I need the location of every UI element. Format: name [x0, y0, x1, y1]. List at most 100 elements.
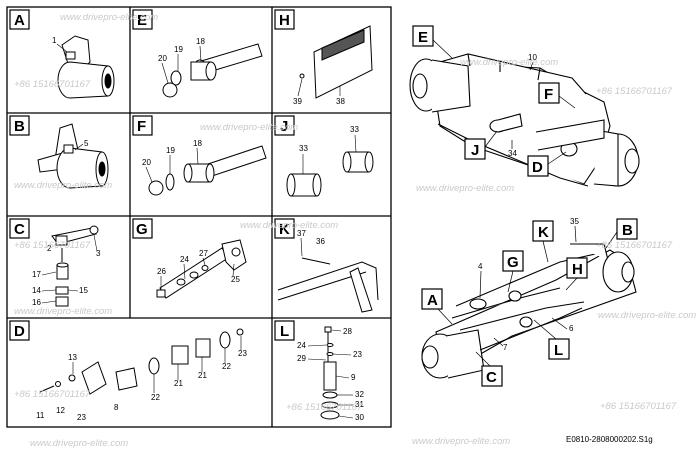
- panel-label-k: K: [279, 221, 290, 238]
- callout-box-b: B: [622, 222, 633, 239]
- callout-h-39: 39: [293, 97, 302, 106]
- panel-label-f: F: [137, 118, 146, 135]
- panel-label-e: E: [137, 12, 147, 29]
- svg-text:+86 15166701167: +86 15166701167: [14, 79, 91, 90]
- callout-lower-4: 4: [478, 262, 483, 271]
- knuckle-drawing-b: [37, 123, 109, 189]
- callout-b-5: 5: [84, 139, 89, 148]
- lower-callout-boxes: [421, 218, 638, 387]
- svg-text:www.drivepro-elite.com: www.drivepro-elite.com: [60, 12, 158, 23]
- callout-k-37: 37: [297, 229, 306, 238]
- callout-j-33a: 33: [299, 144, 308, 153]
- svg-text:www.drivepro-elite.com: www.drivepro-elite.com: [416, 183, 514, 194]
- panel-label-l: L: [280, 323, 289, 340]
- callout-c-15: 15: [79, 286, 88, 295]
- pin-drawing-f: [148, 145, 267, 196]
- knuckle-drawing-a: [57, 35, 115, 99]
- callout-box-a: A: [427, 292, 438, 309]
- callout-box-e: E: [418, 29, 428, 46]
- svg-text:www.drivepro-elite.com: www.drivepro-elite.com: [200, 122, 298, 133]
- callout-f-18: 18: [193, 139, 202, 148]
- callout-box-l: L: [554, 342, 563, 359]
- callout-l-28: 28: [343, 327, 352, 336]
- callout-f-20: 20: [142, 158, 151, 167]
- clevis-drawing-g: [156, 239, 247, 299]
- callout-box-d: D: [532, 159, 543, 176]
- callout-g-27: 27: [199, 249, 208, 258]
- callout-lower-7: 7: [503, 343, 508, 352]
- svg-text:+86 15166701167: +86 15166701167: [596, 86, 673, 97]
- axle-upper-assembly: [409, 53, 640, 187]
- panel-grid: [6, 6, 392, 428]
- callout-e-18: 18: [196, 37, 205, 46]
- svg-text:www.drivepro-elite.com: www.drivepro-elite.com: [598, 310, 696, 321]
- bushing-drawing-j: [286, 151, 374, 197]
- callout-d-12: 12: [56, 406, 65, 415]
- panel-label-boxes: [9, 9, 295, 341]
- svg-text:+86 15166701167: +86 15166701167: [600, 401, 677, 412]
- callout-box-g: G: [507, 254, 519, 271]
- callout-d-23b: 23: [238, 349, 247, 358]
- callout-d-22a: 22: [151, 393, 160, 402]
- svg-text:+86 15166701167: +86 15166701167: [596, 240, 673, 251]
- callout-upper-34: 34: [508, 149, 517, 158]
- panel-label-a: A: [14, 12, 25, 29]
- drawing-reference: E0810-2808000202.S1g: [566, 435, 653, 444]
- callout-c-16: 16: [32, 298, 41, 307]
- panel-label-g: G: [136, 221, 148, 238]
- balljoint-drawing-c: [51, 225, 99, 307]
- panel-label-d: D: [14, 323, 25, 340]
- svg-text:www.drivepro-elite.com: www.drivepro-elite.com: [14, 306, 112, 317]
- callout-h-38: 38: [336, 97, 345, 106]
- callout-box-k: K: [538, 224, 549, 241]
- callout-e-19: 19: [174, 45, 183, 54]
- panel-label-j: J: [280, 118, 288, 135]
- callout-c-3: 3: [96, 249, 101, 258]
- callout-d-21b: 21: [198, 371, 207, 380]
- upper-callout-boxes: [412, 25, 560, 177]
- svg-text:www.drivepro-elite.com: www.drivepro-elite.com: [412, 436, 510, 447]
- svg-text:www.drivepro-elite.com: www.drivepro-elite.com: [240, 220, 338, 231]
- callout-lower-35: 35: [570, 217, 579, 226]
- svg-text:www.drivepro-elite.com: www.drivepro-elite.com: [30, 438, 128, 449]
- callout-d-13: 13: [68, 353, 77, 362]
- kingpin-drawing-d: [39, 328, 244, 395]
- bracket-drawing-k: [277, 257, 379, 313]
- callout-d-22b: 22: [222, 362, 231, 371]
- callout-l-30: 30: [355, 413, 364, 422]
- callout-e-20: 20: [158, 54, 167, 63]
- callout-f-19: 19: [166, 146, 175, 155]
- callout-j-33b: 33: [350, 125, 359, 134]
- panel-label-c: C: [14, 221, 25, 238]
- callout-box-f: F: [544, 86, 553, 103]
- watermarks: www.drivepro-elite.com +86 15166701167 w…: [14, 12, 696, 449]
- pin-drawing-e: [162, 43, 263, 98]
- svg-text:+86 15166701167: +86 15166701167: [286, 402, 363, 413]
- plate-drawing-h: [299, 25, 373, 99]
- callout-c-14: 14: [32, 286, 41, 295]
- callout-lower-6: 6: [569, 324, 574, 333]
- callout-box-c: C: [486, 369, 497, 386]
- svg-text:www.drivepro-elite.com: www.drivepro-elite.com: [460, 57, 558, 68]
- callout-g-25: 25: [231, 275, 240, 284]
- callout-l-32: 32: [355, 390, 364, 399]
- callout-c-2: 2: [47, 244, 52, 253]
- callout-d-23a: 23: [77, 413, 86, 422]
- callout-l-9: 9: [351, 373, 356, 382]
- callout-l-24: 24: [297, 341, 306, 350]
- panel-label-h: H: [279, 12, 290, 29]
- callout-g-26: 26: [157, 267, 166, 276]
- svg-text:+86 15166701167: +86 15166701167: [14, 389, 91, 400]
- callout-k-36: 36: [316, 237, 325, 246]
- callout-upper-10: 10: [528, 53, 537, 62]
- callout-d-11: 11: [36, 411, 45, 420]
- callout-c-17: 17: [32, 270, 41, 279]
- stack-drawing-l: [320, 326, 340, 420]
- callout-box-j: J: [471, 142, 479, 159]
- callout-d-8: 8: [114, 403, 119, 412]
- callout-l-29: 29: [297, 354, 306, 363]
- svg-text:+86 15166701167: +86 15166701167: [14, 240, 91, 251]
- panel-label-b: B: [14, 118, 25, 135]
- callout-l-23: 23: [353, 350, 362, 359]
